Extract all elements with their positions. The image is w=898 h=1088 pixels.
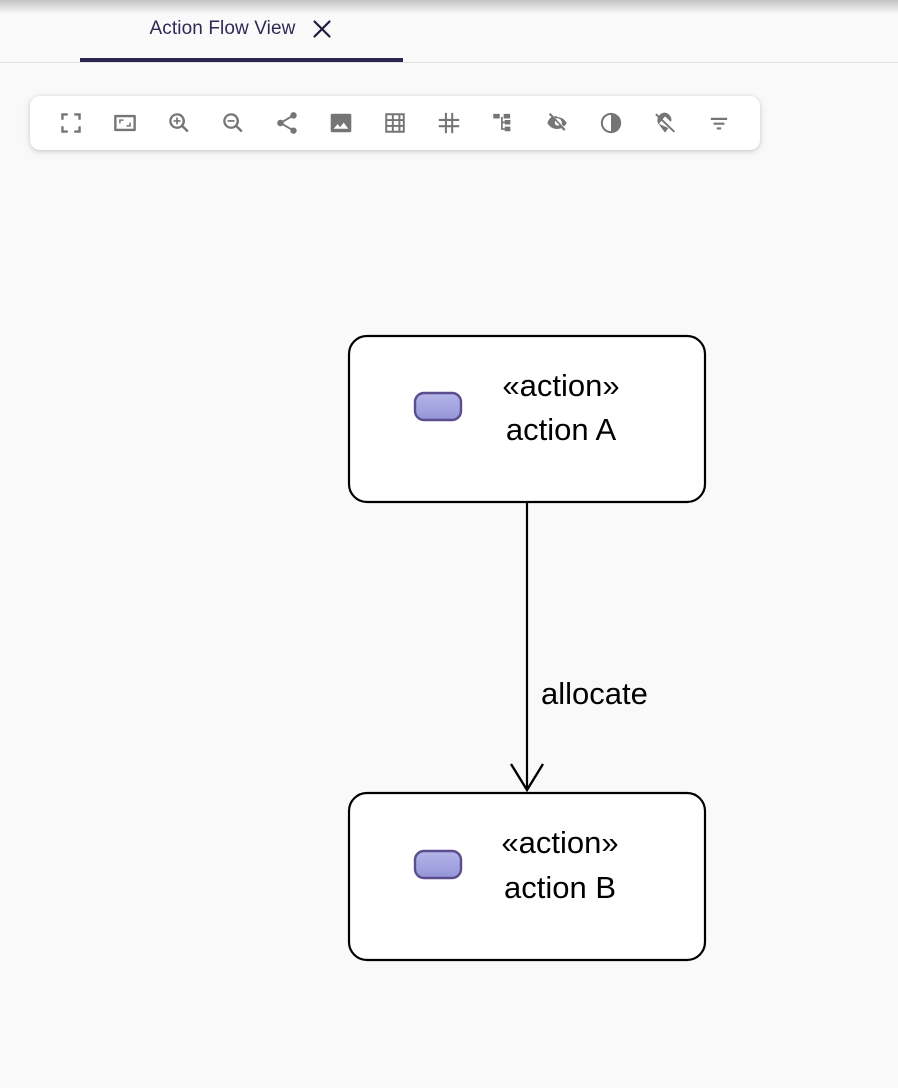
- fit-image-icon[interactable]: [98, 96, 152, 150]
- arrowhead-icon: [509, 763, 545, 793]
- edge-allocate[interactable]: allocate: [509, 502, 648, 793]
- contrast-icon[interactable]: [584, 96, 638, 150]
- node-stereotype: «action»: [501, 825, 618, 860]
- zoom-in-icon[interactable]: [152, 96, 206, 150]
- close-icon[interactable]: [311, 18, 333, 40]
- diagram-toolbar: [30, 96, 760, 150]
- image-icon[interactable]: [314, 96, 368, 150]
- diagram-canvas[interactable]: allocate «action» action A «action» acti…: [0, 64, 898, 1088]
- node-label: action A: [506, 412, 617, 447]
- node-action-a[interactable]: «action» action A: [347, 334, 707, 504]
- tab-bar: Action Flow View: [0, 0, 898, 63]
- filter-icon[interactable]: [692, 96, 746, 150]
- node-action-b[interactable]: «action» action B: [347, 791, 707, 962]
- tab-label: Action Flow View: [149, 18, 296, 39]
- hierarchy-tree-icon[interactable]: [476, 96, 530, 150]
- node-stereotype: «action»: [502, 368, 619, 403]
- tab-action-flow-view[interactable]: Action Flow View: [80, 0, 403, 62]
- node-label: action B: [504, 870, 616, 905]
- fit-screen-icon[interactable]: [44, 96, 98, 150]
- zoom-out-icon[interactable]: [206, 96, 260, 150]
- location-off-icon[interactable]: [638, 96, 692, 150]
- share-icon[interactable]: [260, 96, 314, 150]
- grid-lines-icon[interactable]: [422, 96, 476, 150]
- action-pill-icon: [413, 391, 463, 422]
- edge-label: allocate: [541, 676, 648, 711]
- action-flow-diagram: allocate «action» action A «action» acti…: [347, 334, 707, 962]
- action-pill-icon: [413, 849, 463, 880]
- grid-icon[interactable]: [368, 96, 422, 150]
- visibility-off-icon[interactable]: [530, 96, 584, 150]
- node-body: [347, 791, 707, 962]
- node-body: [347, 334, 707, 504]
